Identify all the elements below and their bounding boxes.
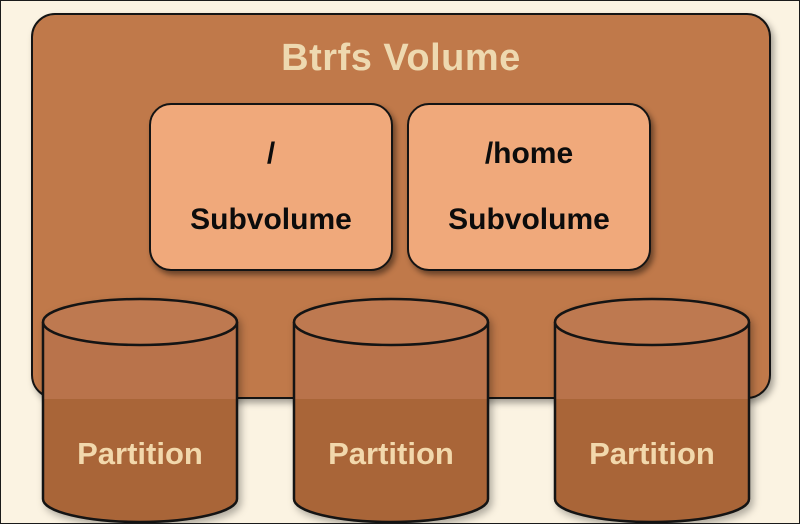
partition-left-outline <box>41 322 239 523</box>
partition-middle-body-lower <box>294 399 488 522</box>
subvolume-home-path: /home <box>484 137 574 170</box>
partition-left-body-lower <box>43 399 237 522</box>
subvolume-box-root: / Subvolume <box>149 103 393 271</box>
partition-right-top-ellipse <box>553 297 751 347</box>
partition-cylinder-left: Partition <box>41 297 239 523</box>
subvolume-root-path: / <box>266 137 276 170</box>
subvolume-box-home: /home Subvolume <box>407 103 651 271</box>
partition-left-label: Partition <box>77 436 203 471</box>
subvolume-home-label: Subvolume <box>448 203 610 236</box>
partition-left-top-ellipse <box>41 297 239 347</box>
partition-cylinder-right: Partition <box>553 297 751 523</box>
partition-right-label: Partition <box>589 436 715 471</box>
subvolume-root-label: Subvolume <box>190 203 352 236</box>
partition-cylinder-middle: Partition <box>292 297 490 523</box>
partition-right-body-lower <box>555 399 749 522</box>
volume-title: Btrfs Volume <box>281 37 521 79</box>
partition-middle-top-ellipse <box>292 297 490 347</box>
partition-middle-label: Partition <box>328 436 454 471</box>
partition-middle-outline <box>292 322 490 523</box>
partition-right-outline <box>553 322 751 523</box>
